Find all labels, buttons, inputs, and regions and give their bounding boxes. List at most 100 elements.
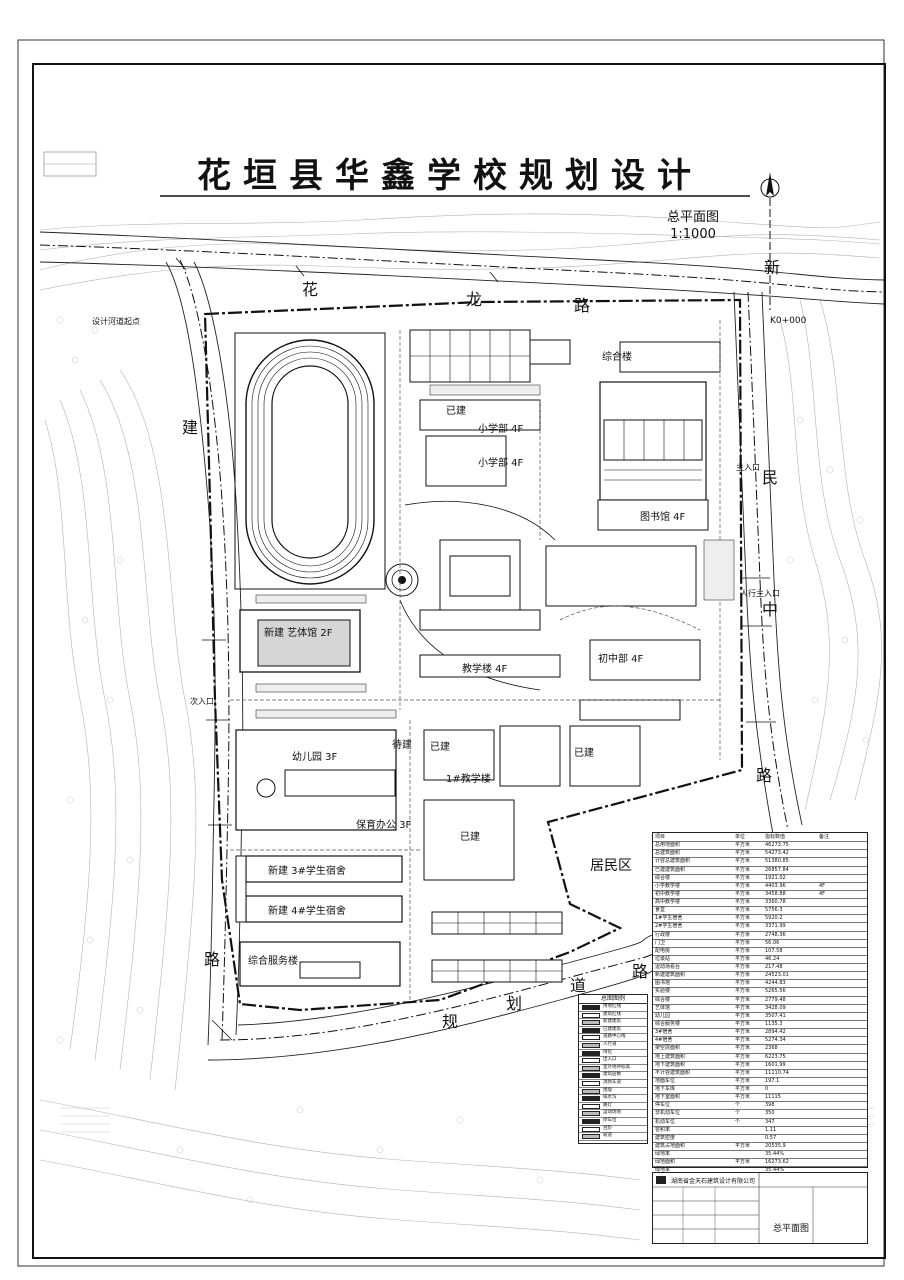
label-primary1: 小学部 4F (478, 424, 524, 435)
legend-row: 围墙 (579, 1087, 647, 1096)
econ-cell: 平方米 (735, 931, 751, 938)
econ-cell: 54273.42 (765, 850, 789, 857)
econ-cell: 平方米 (735, 1020, 751, 1027)
econ-cell: 运动场看台 (655, 964, 681, 971)
econ-cell: 4F (819, 890, 826, 897)
econ-cell: 综合服务楼 (655, 1020, 681, 1027)
econ-cell: 备注 (819, 834, 830, 840)
legend-row: 已建建筑 (579, 1026, 647, 1035)
econ-cell: 个 (735, 1110, 741, 1117)
legend-row: 停车位 (579, 1117, 647, 1126)
econ-cell: 平方米 (735, 1029, 751, 1036)
legend-swatch (582, 1096, 600, 1102)
econ-cell: 门卫 (655, 939, 666, 946)
econ-cell: 指标数值 (765, 834, 786, 840)
econ-cell: 食堂 (655, 907, 666, 914)
econ-cell: 3371.99 (765, 923, 786, 930)
legend-row: 道路中心线 (579, 1033, 647, 1042)
road-south-3: 道 (570, 976, 587, 995)
econ-cell: 不计容建筑面积 (655, 1069, 691, 1076)
scale-label: 1:1000 (670, 227, 716, 242)
legend-row: 坡道 (579, 1132, 647, 1141)
label-demolish: 待建 (392, 740, 412, 751)
econ-cell: 平方米 (735, 964, 751, 971)
road-west-1: 建 (182, 418, 199, 437)
legend-row: 消防车道 (579, 1079, 647, 1088)
econ-cell: 11110.74 (765, 1069, 789, 1076)
econ-cell: 单位 (735, 834, 746, 840)
label-office: 保育办公 3F (356, 820, 412, 831)
econ-cell: 平方米 (735, 988, 751, 995)
road-north-2: 龙 (466, 290, 483, 309)
econ-cell: 2368 (765, 1045, 778, 1052)
econ-cell: 平方米 (735, 1094, 751, 1101)
econ-cell: 平方米 (735, 858, 751, 865)
econ-cell: 0.57 (765, 1134, 777, 1141)
econ-cell: 4244.83 (765, 980, 786, 987)
econ-cell: 5920.2 (765, 915, 783, 922)
north-arrow (760, 172, 780, 310)
econ-cell: 6223.75 (765, 1053, 786, 1060)
road-east-3: 中 (762, 600, 779, 619)
label-existing2: 已建 (430, 742, 450, 753)
legend-swatch (582, 1043, 600, 1048)
station-k0: K0+000 (770, 316, 807, 326)
legend-label: 运动场地 (603, 1110, 621, 1116)
econ-cell: 非机动车位 (655, 1110, 681, 1117)
legend-swatch (582, 1005, 600, 1010)
entrance-side: 次入口 (190, 697, 214, 706)
econ-cell: 4F (819, 882, 826, 889)
legend-label: 新建建筑 (603, 1019, 621, 1025)
econ-cell: 4#宿舍 (655, 1037, 673, 1044)
site-boundary (203, 298, 744, 1012)
econ-cell: 已建建筑面积 (655, 866, 686, 873)
econ-cell: 平方米 (735, 1069, 751, 1076)
econ-cell: 1.11 (765, 1126, 777, 1133)
road-east-1: 新 (764, 258, 781, 277)
econ-cell: 398 (765, 1102, 775, 1109)
econ-cell: 217.48 (765, 964, 783, 971)
econ-cell: 垃圾站 (655, 955, 671, 962)
road-east-4: 路 (756, 766, 773, 785)
legend-row: 室外地坪标高 (579, 1064, 647, 1073)
econ-cell: 初中教学楼 (655, 890, 681, 897)
legend-swatch (582, 1012, 600, 1018)
econ-cell: 计容总建筑面积 (655, 858, 691, 865)
legend-label: 路灯 (603, 1102, 612, 1108)
econ-cell: 个 (735, 1102, 741, 1109)
econ-cell: 平方米 (735, 955, 751, 962)
econ-cell: 1921.02 (765, 874, 786, 881)
label-dorm2: 新建 4#学生宿舍 (268, 906, 346, 917)
econ-cell: 平方米 (735, 1061, 751, 1068)
label-existing4: 已建 (574, 748, 594, 759)
econ-cell: 24523.01 (765, 972, 789, 979)
label-pool: 1#教学楼 (446, 774, 491, 785)
econ-cell: 平方米 (735, 972, 751, 979)
econ-cell: 综合楼 (655, 996, 671, 1003)
econ-cell: 停车位 (655, 1102, 671, 1109)
road-south-1: 规 (442, 1012, 459, 1031)
label-existing1: 已建 (446, 406, 466, 417)
econ-cell: 197.1 (765, 1077, 780, 1084)
label-dorm1: 新建 3#学生宿舍 (268, 866, 346, 877)
econ-cell: 艺体馆 (655, 1004, 671, 1011)
econ-cell: 平方米 (735, 1086, 751, 1093)
econ-cell: 5274.34 (765, 1037, 786, 1044)
label-junior: 初中部 4F (598, 654, 644, 665)
legend-label: 围墙 (603, 1087, 612, 1093)
